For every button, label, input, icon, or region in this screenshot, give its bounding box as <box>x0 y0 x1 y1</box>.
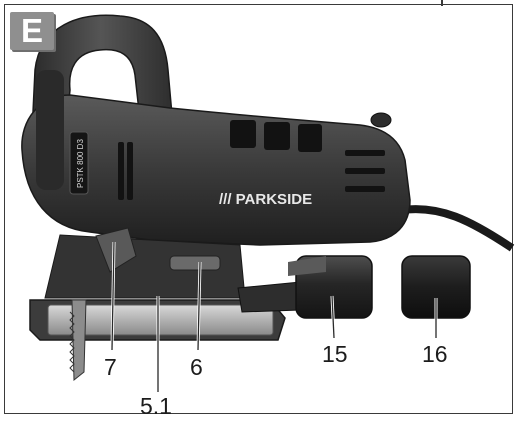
adapter-clip <box>288 256 326 276</box>
leader-lines <box>111 241 437 392</box>
frame-tick <box>441 0 443 6</box>
base-plate <box>47 304 274 336</box>
callout-5-1: 5.1 <box>140 393 172 419</box>
pendulum-lever <box>95 227 137 273</box>
speed-knob <box>370 112 392 128</box>
callout-6: 6 <box>190 354 203 380</box>
model-label-plate <box>69 131 89 195</box>
callout-16: 16 <box>422 341 448 367</box>
air-vents <box>118 120 385 200</box>
figure-frame <box>4 4 513 414</box>
model-number: PSTK 800 D3 <box>76 139 85 188</box>
power-cord <box>401 205 515 252</box>
callout-15: 15 <box>322 341 348 367</box>
figure-label: E <box>10 12 54 50</box>
saw-blade <box>71 299 87 382</box>
bevel-lever <box>169 255 221 271</box>
dust-adapter-neck <box>237 281 301 313</box>
callout-7: 7 <box>104 354 117 380</box>
rear-handle <box>29 14 173 176</box>
blade-teeth <box>69 311 75 373</box>
brand-logo: /// PARKSIDE <box>219 191 312 208</box>
grip-rubber <box>36 70 64 190</box>
